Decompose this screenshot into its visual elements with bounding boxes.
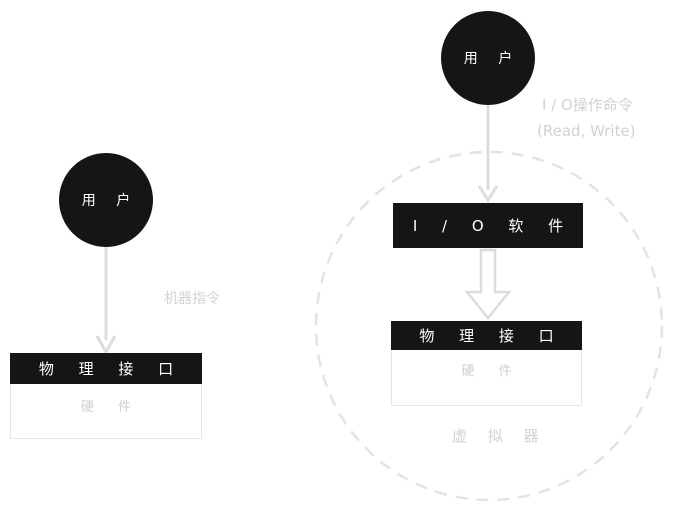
left-hardware-box: 硬 件: [10, 384, 202, 439]
virtualizer-boundary: [314, 150, 664, 502]
io-command-label: I / O操作命令: [542, 96, 633, 114]
right-hardware-box: 硬 件: [391, 350, 582, 406]
left-interface-bar: 物 理 接 口: [10, 353, 202, 384]
right-interface-bar: 物 理 接 口: [391, 321, 582, 350]
arrow-left-head: [95, 335, 117, 356]
arrow-right-head: [477, 185, 499, 203]
io-rw-label: (Read, Write): [537, 122, 636, 140]
left-instruction-label: 机器指令: [164, 291, 220, 307]
virtualizer-label: 虚 拟 器: [452, 427, 547, 445]
io-software-bar: I / O 软 件: [393, 203, 583, 248]
right-user-node: 用 户: [441, 11, 535, 105]
hollow-arrow: [464, 248, 512, 320]
left-user-node: 用 户: [59, 153, 153, 247]
